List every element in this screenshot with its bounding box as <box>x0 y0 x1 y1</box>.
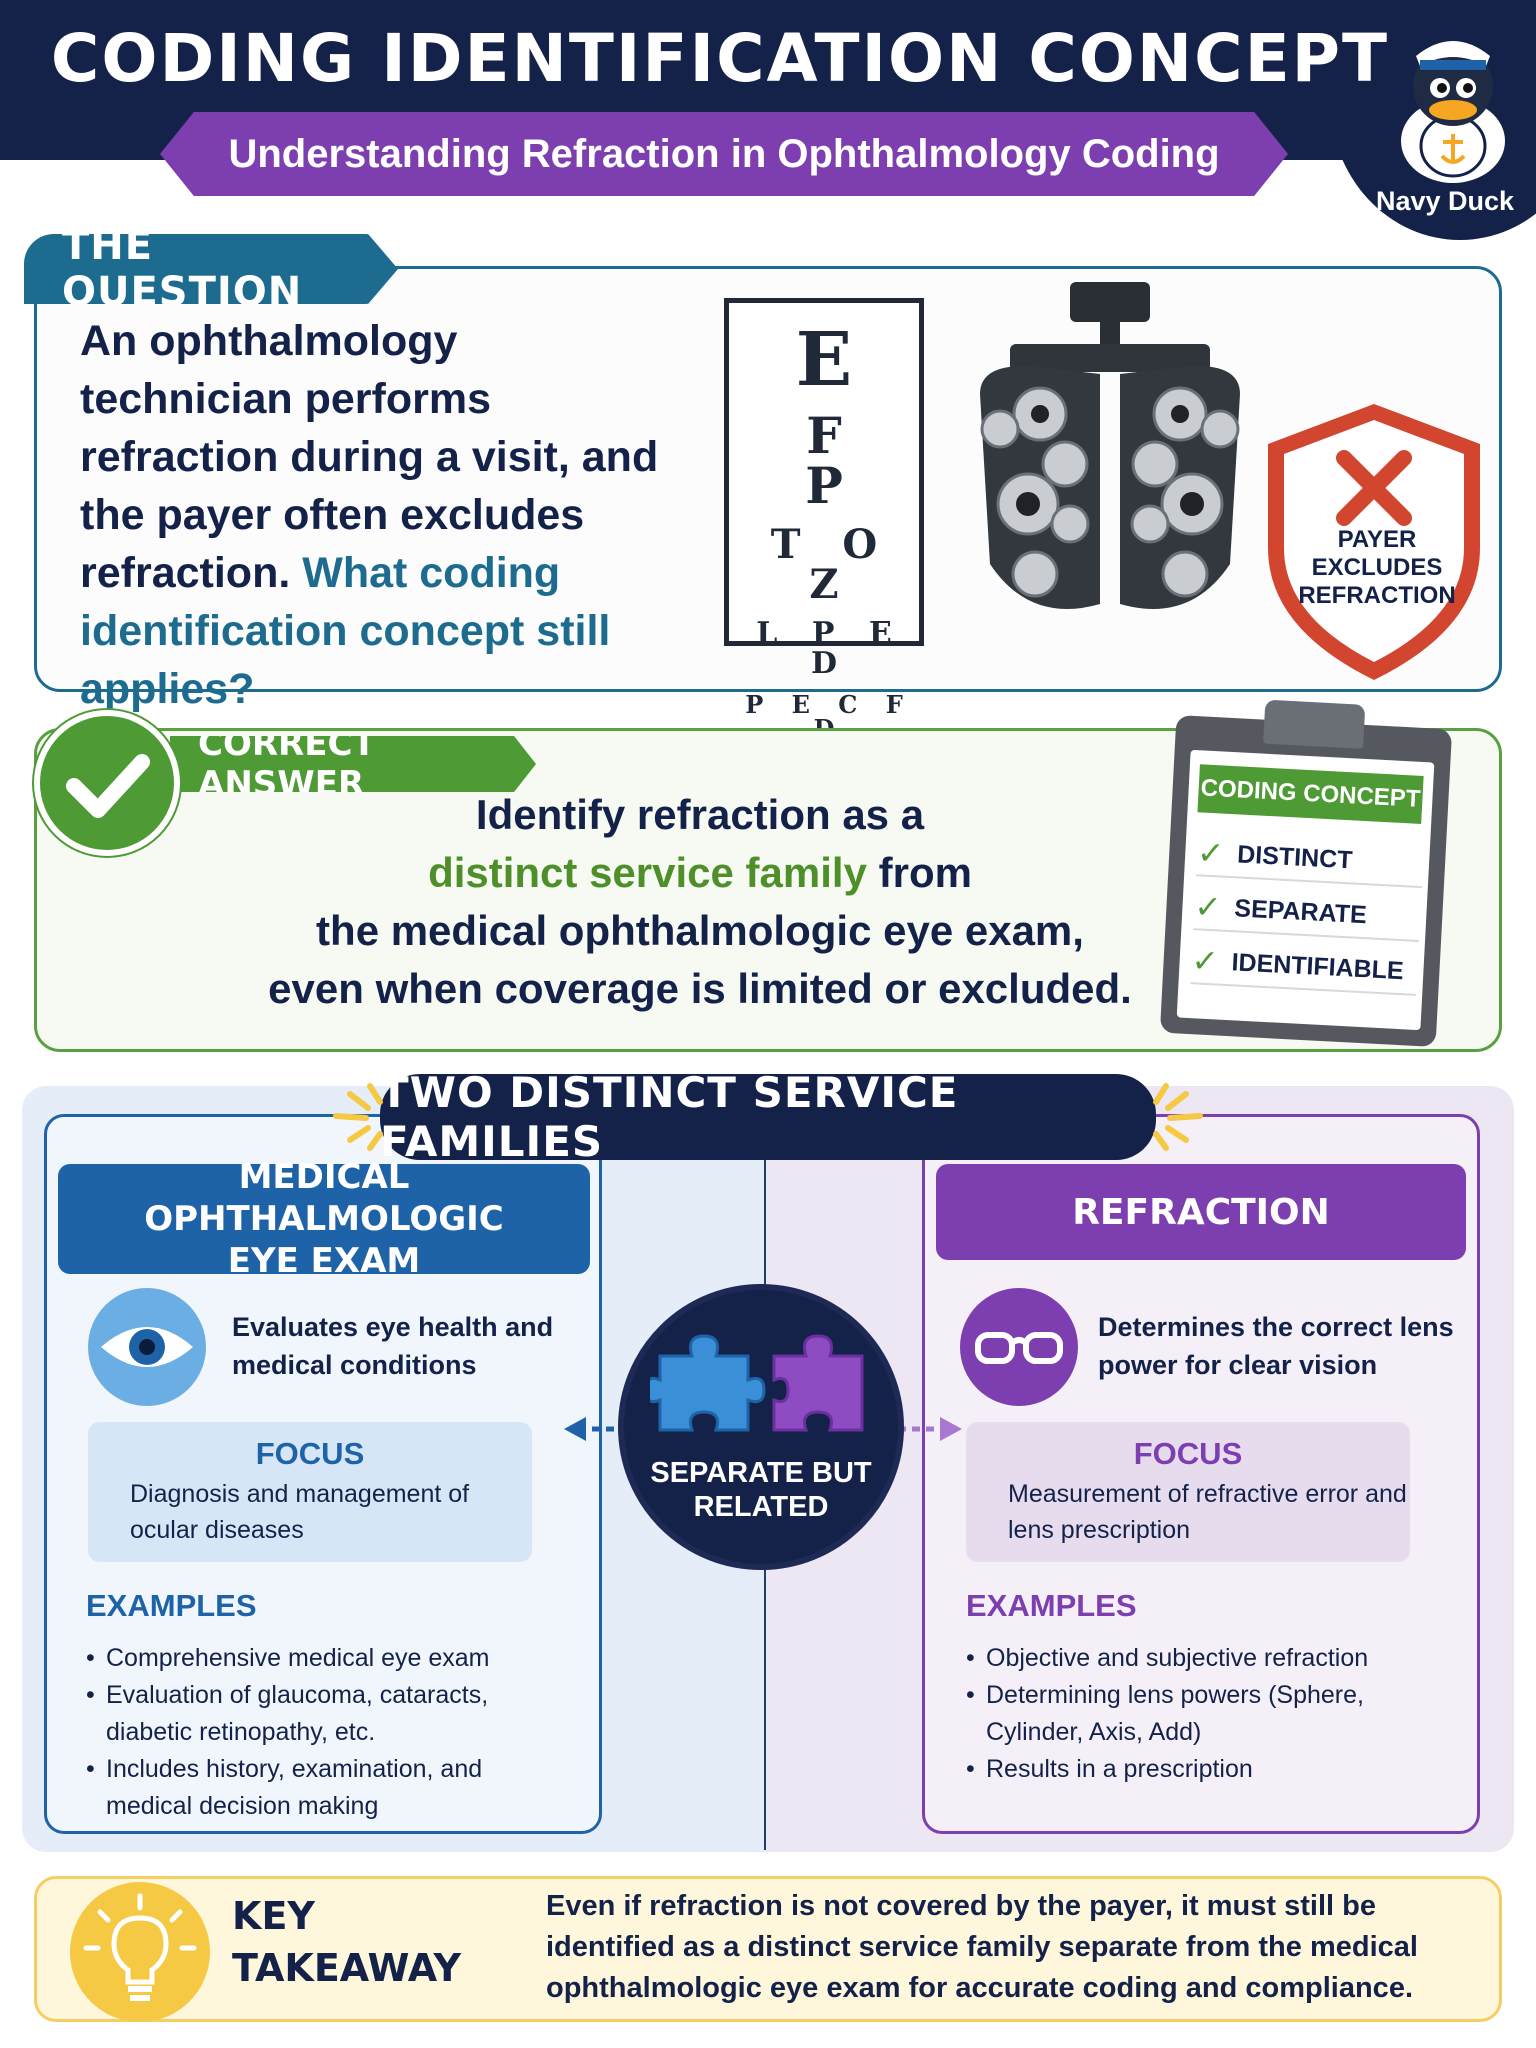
coding-concept-clipboard: CODING CONCEPT ✓ DISTINCT ✓ SEPARATE ✓ I… <box>1159 699 1453 1048</box>
check-icon: ✓ <box>1196 834 1226 872</box>
checkmark-icon <box>66 754 150 818</box>
puzzle-pieces-icon <box>650 1334 864 1432</box>
arrow-right-icon <box>870 1417 962 1441</box>
medical-exam-focus: FOCUS Diagnosis and management of ocular… <box>88 1422 532 1562</box>
answer-line: distinct service family from <box>220 844 1180 902</box>
sparkle-icon <box>333 1083 383 1151</box>
focus-text: Diagnosis and management of ocular disea… <box>130 1480 470 1544</box>
families-title-bar: TWO DISTINCT SERVICE FAMILIES <box>380 1068 1156 1166</box>
answer-highlight: distinct service family <box>428 849 867 896</box>
page-title: CODING IDENTIFICATION CONCEPT <box>50 20 1390 97</box>
clipboard-paper: CODING CONCEPT ✓ DISTINCT ✓ SEPARATE ✓ I… <box>1176 749 1435 1031</box>
clipboard-clip <box>1263 699 1366 749</box>
lightbulb-icon <box>70 1882 210 2022</box>
answer-tab-label: CORRECT ANSWER <box>198 724 376 804</box>
shield-label: PAYER EXCLUDES REFRACTION <box>1298 526 1456 609</box>
clipboard-title: CODING CONCEPT <box>1200 774 1422 813</box>
question-highlight: What coding identification concept still… <box>80 549 611 713</box>
check-icon: ✓ <box>1190 942 1220 980</box>
answer-check-badge <box>34 710 180 856</box>
takeaway-text: Even if refraction is not covered by the… <box>546 1890 1418 2004</box>
question-tab-label: THE QUESTION <box>62 223 303 315</box>
refraction-title: REFRACTION <box>1072 1191 1330 1233</box>
center-label: SEPARATE BUT RELATED <box>650 1457 872 1523</box>
eyeglasses-icon <box>960 1288 1078 1406</box>
list-item: Comprehensive medical eye exam <box>86 1640 566 1677</box>
refraction-examples-list: Objective and subjective refraction Dete… <box>966 1640 1446 1788</box>
question-text: An ophthalmology technician performs ref… <box>80 312 680 718</box>
check-icon: ✓ <box>1193 888 1223 926</box>
refraction-focus: FOCUS Measurement of refractive error an… <box>966 1422 1410 1562</box>
takeaway-title: KEY TAKEAWAY <box>232 1894 461 1990</box>
list-item: Determining lens powers (Sphere, Cylinde… <box>966 1677 1446 1751</box>
eye-chart-row: P E C F D <box>745 690 913 741</box>
focus-text: Measurement of refractive error and lens… <box>1008 1480 1407 1544</box>
question-body: An ophthalmology technician performs ref… <box>80 317 659 597</box>
refraction-header: REFRACTION <box>936 1164 1466 1260</box>
medical-exam-title: MEDICAL OPHTHALMOLOGIC EYE EXAM <box>144 1157 504 1281</box>
clipboard-item: ✓ DISTINCT <box>1196 830 1425 889</box>
arrow-left-icon <box>564 1417 656 1441</box>
navy-duck-mascot-icon <box>1401 41 1505 183</box>
list-item: Objective and subjective refraction <box>966 1640 1446 1677</box>
shield-icon <box>1268 404 1480 680</box>
subtitle-ribbon: Understanding Refraction in Ophthalmolog… <box>160 112 1288 196</box>
medical-exam-header: MEDICAL OPHTHALMOLOGIC EYE EXAM <box>58 1157 590 1281</box>
page-subtitle: Understanding Refraction in Ophthalmolog… <box>228 131 1220 176</box>
clipboard-item: ✓ IDENTIFIABLE <box>1190 938 1419 996</box>
answer-line: even when coverage is limited or exclude… <box>268 965 1132 1012</box>
sparkle-icon <box>1153 1083 1203 1151</box>
list-item: Results in a prescription <box>966 1751 1446 1788</box>
focus-title: FOCUS <box>1133 1436 1243 1471</box>
answer-line: the medical ophthalmologic eye exam, <box>316 907 1084 954</box>
mascot-label: Navy Duck <box>1375 186 1515 216</box>
eye-chart-row: E <box>795 317 853 403</box>
eye-icon <box>88 1288 206 1406</box>
clipboard-item-label: IDENTIFIABLE <box>1230 947 1405 985</box>
eye-chart-row: T O Z <box>770 521 892 608</box>
eye-chart-row: L P E D <box>756 616 904 681</box>
eye-chart-row: F P <box>805 406 869 515</box>
families-title: TWO DISTINCT SERVICE FAMILIES <box>380 1068 959 1166</box>
phoropter-icon <box>980 282 1240 609</box>
refraction-examples-title: EXAMPLES <box>966 1588 1137 1623</box>
clipboard-item-label: DISTINCT <box>1236 839 1354 874</box>
medical-examples-list: Comprehensive medical eye exam Evaluatio… <box>86 1640 566 1825</box>
answer-tab: CORRECT ANSWER <box>170 736 536 792</box>
takeaway-panel <box>34 1876 1502 2022</box>
refraction-description: Determines the correct lens power for cl… <box>1098 1312 1454 1380</box>
medical-examples-title: EXAMPLES <box>86 1588 257 1623</box>
clipboard-item: ✓ SEPARATE <box>1193 884 1422 942</box>
list-item: Includes history, examination, and medic… <box>86 1751 566 1825</box>
clipboard-item-label: SEPARATE <box>1233 893 1368 929</box>
eye-chart: E F P T O Z L P E D P E C F D <box>724 298 924 741</box>
list-item: Evaluation of glaucoma, cataracts, diabe… <box>86 1677 566 1751</box>
focus-title: FOCUS <box>255 1436 365 1471</box>
clipboard-title-bar: CODING CONCEPT <box>1197 764 1424 824</box>
medical-exam-description: Evaluates eye health and medical conditi… <box>232 1312 554 1380</box>
answer-text: Identify refraction as a distinct servic… <box>220 786 1180 1018</box>
answer-line-rest: from <box>866 849 972 896</box>
answer-line: Identify refraction as a <box>475 791 925 838</box>
question-tab: THE QUESTION <box>24 234 398 304</box>
